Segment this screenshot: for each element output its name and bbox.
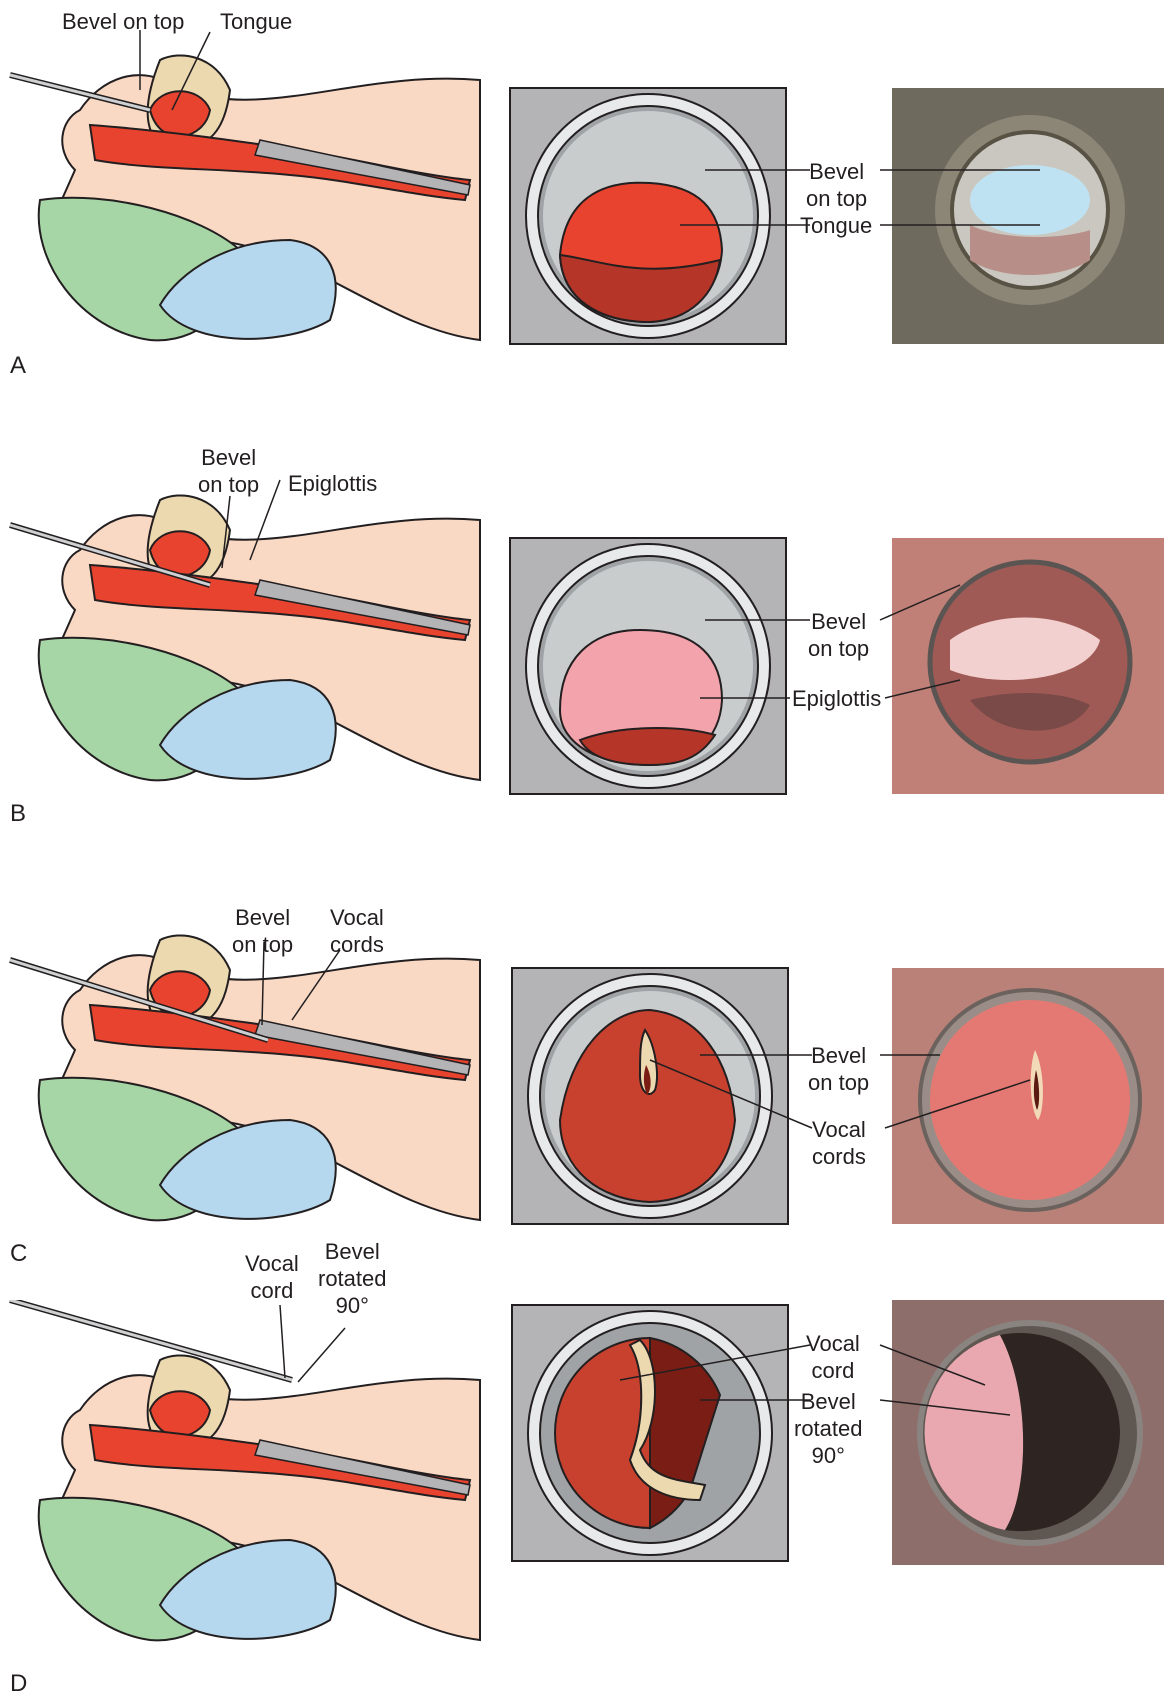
label-bevel-on-top-center: Bevel on top xyxy=(808,1042,869,1096)
label-vocal-cords-center: Vocal cords xyxy=(812,1116,866,1170)
head-illustration xyxy=(39,495,480,780)
sagittal-diagram-a xyxy=(0,0,1166,425)
sagittal-diagram-b xyxy=(0,440,1166,865)
panel-a: Bevel on top Tongue Bevel on top Tongue … xyxy=(0,0,1166,425)
label-bevel-on-top-center: Bevel on top xyxy=(806,158,867,212)
label-tongue-center: Tongue xyxy=(800,212,872,239)
endoscopic-view-illustration xyxy=(512,1305,788,1561)
label-vocal-cord-center: Vocal cord xyxy=(806,1330,860,1384)
panel-letter: C xyxy=(10,1240,27,1268)
head-illustration xyxy=(39,935,480,1220)
panel-c: Bevel on top Vocal cords Bevel on top Vo… xyxy=(0,880,1166,1305)
label-bevel-on-top-center: Bevel on top xyxy=(808,608,869,662)
endoscopic-view-illustration xyxy=(512,968,788,1224)
sagittal-diagram-c xyxy=(0,880,1166,1305)
label-vocal-cords: Vocal cords xyxy=(330,904,384,958)
label-bevel-rotated-center: Bevel rotated 90° xyxy=(794,1388,863,1469)
head-illustration xyxy=(39,1355,480,1640)
endoscopic-photo xyxy=(892,968,1164,1224)
label-tongue: Tongue xyxy=(220,8,292,35)
endoscopic-photo xyxy=(892,1300,1164,1565)
endoscopic-photo xyxy=(892,538,1164,794)
label-epiglottis-center: Epiglottis xyxy=(792,685,881,712)
panel-letter: B xyxy=(10,800,26,828)
label-bevel-rotated: Bevel rotated 90° xyxy=(318,1238,387,1319)
panel-letter: A xyxy=(10,352,26,380)
panel-d: Vocal cord Bevel rotated 90° Vocal cord … xyxy=(0,1300,1166,1701)
label-epiglottis: Epiglottis xyxy=(288,470,377,497)
label-vocal-cord: Vocal cord xyxy=(245,1250,299,1304)
label-bevel-on-top: Bevel on top xyxy=(232,904,293,958)
endoscopic-photo xyxy=(892,88,1164,344)
sagittal-diagram-d xyxy=(0,1300,1166,1701)
panel-letter: D xyxy=(10,1670,27,1698)
panel-b: Bevel on top Epiglottis Bevel on top Epi… xyxy=(0,440,1166,865)
endoscopic-view-illustration xyxy=(510,538,786,794)
label-bevel-on-top: Bevel on top xyxy=(62,8,184,35)
endoscopic-view-illustration xyxy=(510,88,786,344)
label-bevel-on-top: Bevel on top xyxy=(198,444,259,498)
